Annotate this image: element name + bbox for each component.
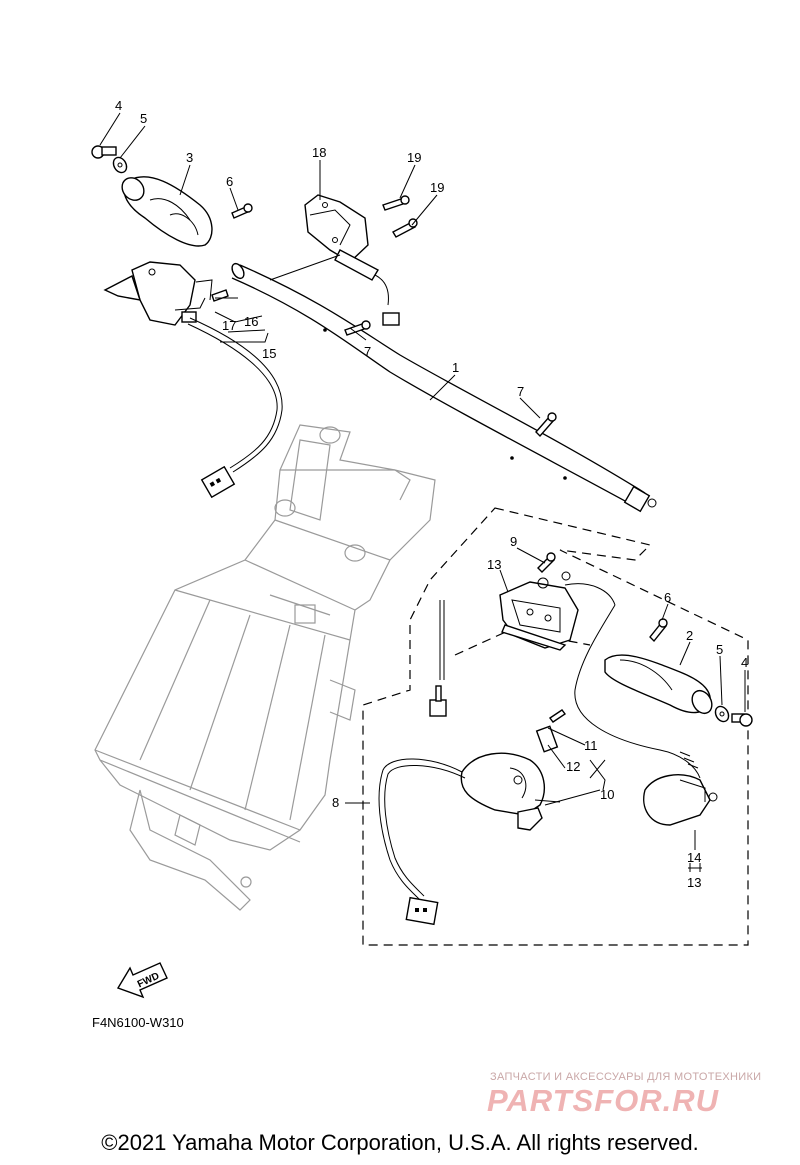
lanyard-cap — [643, 774, 718, 826]
throttle-switch-body — [499, 571, 616, 651]
callout-7-right: 7 — [517, 384, 524, 399]
callout-19-lower: 19 — [430, 180, 444, 195]
steering-column-outline — [94, 424, 436, 911]
right-end-bolt — [731, 713, 753, 727]
left-switch-housing — [103, 261, 229, 326]
callout-6-left: 6 — [226, 174, 233, 189]
callout-10: 10 — [600, 787, 614, 802]
lower-switch-housing — [460, 709, 567, 831]
handlebar — [231, 262, 657, 513]
callout-13-lower: 13 — [687, 875, 701, 890]
callout-7-upper: 7 — [364, 344, 371, 359]
left-grip — [121, 176, 213, 247]
callout-4-right: 4 — [741, 655, 748, 670]
left-end-washer — [112, 156, 128, 174]
screw-7-right — [535, 412, 557, 438]
left-switch-cable — [187, 317, 283, 499]
upper-right-switch — [269, 194, 400, 326]
lower-switch-cable — [378, 758, 466, 926]
screw-6-left — [231, 203, 253, 219]
throttle-assembly-boundary — [362, 507, 749, 946]
callout-numbers: 4 5 3 6 18 19 19 17 16 15 7 1 7 9 13 6 2… — [115, 98, 748, 890]
callout-19-upper: 19 — [407, 150, 421, 165]
diagram-code: F4N6100-W310 — [92, 1015, 184, 1030]
screw-19-lower — [392, 218, 418, 238]
callout-12: 12 — [566, 759, 580, 774]
callout-14: 14 — [687, 850, 701, 865]
watermark-subtitle: ЗАПЧАСТИ И АКСЕССУАРЫ ДЛЯ МОТОТЕХНИКИ — [490, 1071, 762, 1083]
callout-3: 3 — [186, 150, 193, 165]
left-end-bolt — [91, 145, 117, 159]
callout-1: 1 — [452, 360, 459, 375]
callout-16: 16 — [244, 314, 258, 329]
screw-9 — [537, 552, 556, 573]
throttle-cable — [429, 600, 447, 717]
fwd-arrow-icon: FWD — [116, 962, 168, 999]
callout-18: 18 — [312, 145, 326, 160]
screw-19-upper — [382, 195, 410, 211]
callout-9: 9 — [510, 534, 517, 549]
callout-5-right: 5 — [716, 642, 723, 657]
copyright-notice: ©2021 Yamaha Motor Corporation, U.S.A. A… — [101, 1130, 699, 1155]
callout-8: 8 — [332, 795, 339, 810]
callout-5-left: 5 — [140, 111, 147, 126]
right-grip — [604, 654, 713, 715]
lanyard-cord — [574, 604, 701, 779]
watermark-logo: PARTSFOR.RU — [487, 1083, 720, 1118]
callout-15: 15 — [262, 346, 276, 361]
callout-2: 2 — [686, 628, 693, 643]
callout-17: 17 — [222, 318, 236, 333]
callout-4-left: 4 — [115, 98, 122, 113]
callout-11: 11 — [584, 738, 598, 753]
screw-6-right — [649, 618, 668, 643]
callout-13-upper: 13 — [487, 557, 501, 572]
right-end-washer — [714, 705, 730, 723]
leader-lines — [99, 112, 746, 872]
callout-6-right: 6 — [664, 590, 671, 605]
screw-7-upper — [344, 320, 371, 336]
